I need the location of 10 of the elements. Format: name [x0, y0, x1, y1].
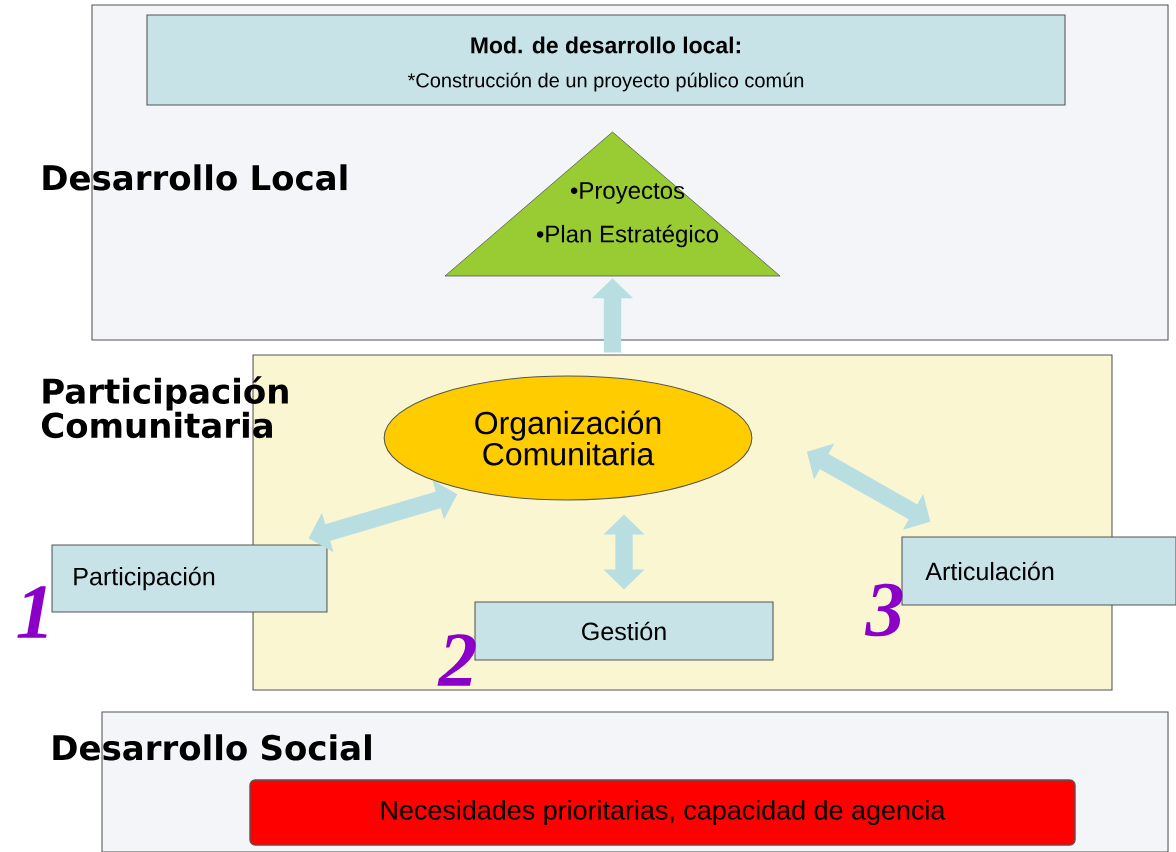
text-box: Participación: [51, 544, 328, 613]
step-number: 1: [17, 586, 47, 638]
alert-box: Necesidades prioritarias, capacidad de agencia: [249, 779, 1076, 846]
step-number: 3: [864, 583, 903, 637]
text-box: Mod. de desarrollo local: *Construcción de un proyecto público común: [146, 14, 1066, 106]
heading: Participación Comunitaria: [41, 376, 288, 439]
heading: Desarrollo Local: [43, 164, 347, 191]
heading: Desarrollo Social: [53, 734, 371, 761]
step-number: 2: [437, 634, 476, 686]
triangle: •Proyectos •Plan Estratégico: [444, 131, 781, 277]
